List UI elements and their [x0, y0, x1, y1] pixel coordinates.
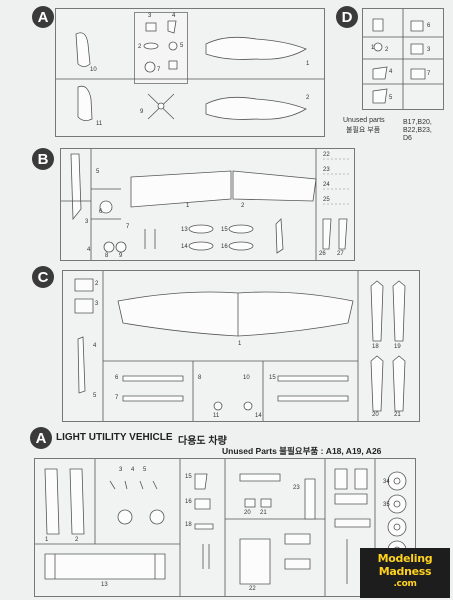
- part-number: 1: [186, 203, 190, 209]
- part-number: 7: [157, 67, 161, 73]
- part-number: 5: [143, 467, 147, 473]
- part-number: 13: [101, 582, 108, 588]
- part-number: 27: [337, 251, 344, 257]
- part-number: 8: [198, 375, 202, 381]
- part-number: 15: [269, 375, 276, 381]
- vehicle-section-badge: A: [30, 427, 52, 449]
- part-number: 3: [148, 13, 152, 19]
- part-number: 34: [383, 479, 390, 485]
- part-number: 19: [394, 344, 401, 350]
- part-number: 3: [119, 467, 123, 473]
- part-number: 25: [323, 197, 330, 203]
- logo-line1: Modeling: [377, 552, 433, 565]
- part-number: 2: [95, 281, 99, 287]
- part-number: 14: [181, 244, 188, 250]
- vehicle-title: LIGHT UTILITY VEHICLE: [56, 432, 173, 443]
- part-number: 11: [213, 413, 220, 419]
- unused-parts-label: Unused parts: [343, 117, 385, 124]
- part-number: 3: [427, 47, 431, 53]
- part-number: 2: [306, 95, 310, 101]
- part-number: 15: [185, 474, 192, 480]
- sprue-b-frame: 5 6 3 7 4 8 9 1 2 13 14 15 16 22 23 24 2…: [60, 148, 355, 261]
- part-number: 7: [126, 224, 130, 230]
- part-number: 10: [90, 67, 97, 73]
- part-number: 5: [389, 95, 393, 101]
- part-number: 24: [323, 182, 330, 188]
- part-number: 23: [293, 485, 300, 491]
- part-number: 16: [221, 244, 228, 250]
- part-number: 16: [185, 499, 192, 505]
- part-number: 9: [119, 253, 123, 259]
- part-number: 6: [99, 209, 103, 215]
- vehicle-title-korean: 다용도 차량: [178, 436, 227, 447]
- part-number: 18: [185, 522, 192, 528]
- unused-parts-korean: 불필요 부품: [346, 127, 381, 134]
- part-number: 14: [255, 413, 262, 419]
- section-c-badge: C: [32, 266, 54, 288]
- section-d-badge: D: [336, 6, 358, 28]
- part-number: 26: [319, 251, 326, 257]
- sprue-a-parts: [56, 20, 324, 121]
- part-number: 1: [371, 45, 375, 51]
- part-number: 3: [85, 219, 89, 225]
- vehicle-sprue-parts: [35, 459, 407, 596]
- part-number: 22: [249, 586, 256, 592]
- part-number: 4: [172, 13, 176, 19]
- part-number: 3: [95, 301, 99, 307]
- part-number: 22: [323, 152, 330, 158]
- part-number: 7: [115, 395, 119, 401]
- part-number: 5: [93, 393, 97, 399]
- part-number: 18: [372, 344, 379, 350]
- part-number: 8: [105, 253, 109, 259]
- part-number: 15: [221, 227, 228, 233]
- sprue-d-parts: [363, 9, 443, 109]
- part-number: 2: [138, 44, 142, 50]
- sprue-a-frame: 3 4 2 5 7 10 11 9 1 2: [55, 8, 325, 137]
- part-number: 13: [181, 227, 188, 233]
- part-number: 11: [96, 121, 103, 127]
- part-number: 4: [93, 343, 97, 349]
- section-a-badge: A: [32, 6, 54, 28]
- part-number: 5: [96, 169, 100, 175]
- part-number: 4: [131, 467, 135, 473]
- part-number: 35: [383, 502, 390, 508]
- part-number: 2: [385, 47, 389, 53]
- part-number: 1: [238, 341, 242, 347]
- sprue-c-parts: [74, 271, 406, 421]
- part-number: 7: [427, 71, 431, 77]
- part-number: 20: [372, 412, 379, 418]
- sprue-d-frame: 1 2 3 4 5 6 7: [362, 8, 444, 110]
- vehicle-unused-parts: Unused Parts 불필요부품 : A18, A19, A26: [222, 446, 382, 456]
- modeling-madness-logo: Modeling Madness .com: [360, 548, 450, 598]
- part-number: 5: [180, 43, 184, 49]
- sprue-a-cell-small: [134, 12, 188, 84]
- part-number: 6: [427, 23, 431, 29]
- part-number: 21: [260, 510, 267, 516]
- part-number: 9: [140, 109, 144, 115]
- part-number: 6: [115, 375, 119, 381]
- logo-line3: .com: [393, 579, 417, 589]
- part-number: 21: [394, 412, 401, 418]
- section-b-badge: B: [32, 148, 54, 170]
- vehicle-sprue-frame: 3 4 5 1 2 13 15 16 18 20 21 22 23 34 35: [34, 458, 416, 597]
- part-number: 20: [244, 510, 251, 516]
- logo-line2: Madness: [378, 565, 432, 578]
- part-number: 10: [243, 375, 250, 381]
- part-number: 2: [75, 537, 79, 543]
- part-number: 1: [306, 61, 310, 67]
- part-number: 4: [87, 247, 91, 253]
- part-number: 1: [45, 537, 49, 543]
- part-number: 23: [323, 167, 330, 173]
- sprue-c-frame: 2 3 4 5 1 6 7 8 10 11 14 15 18 19 20 21: [62, 270, 420, 422]
- unused-parts-list: B17,B20, B22,B23, D6: [403, 119, 432, 142]
- sprue-b-parts: [61, 149, 349, 260]
- part-number: 2: [241, 203, 245, 209]
- part-number: 4: [389, 69, 393, 75]
